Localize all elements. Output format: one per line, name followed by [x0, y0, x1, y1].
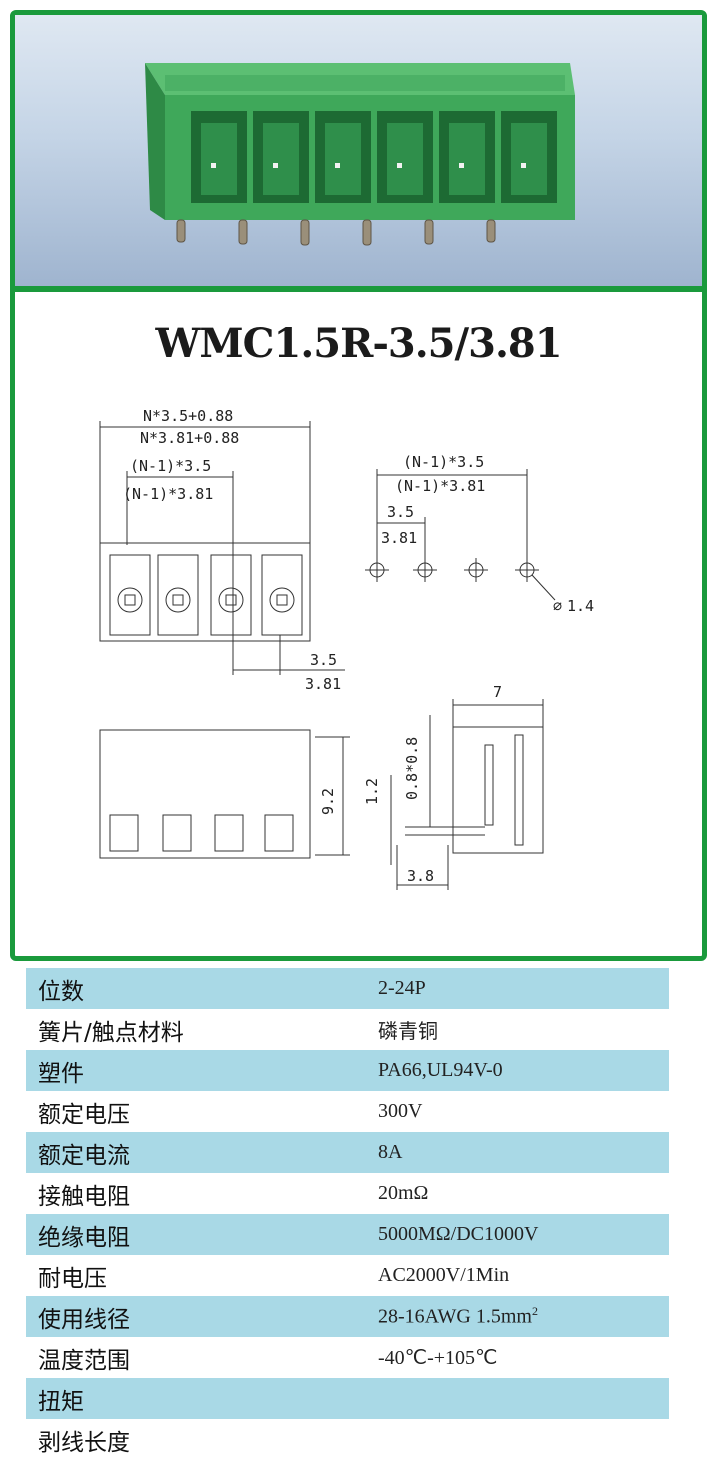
spec-label: 塑件	[38, 1060, 84, 1087]
spec-label: 耐电压	[38, 1265, 107, 1292]
spec-label: 额定电流	[38, 1142, 130, 1169]
spec-value: 300V	[378, 1100, 423, 1122]
spec-row: 扭矩	[26, 1378, 669, 1419]
spec-row: 接触电阻 20mΩ	[26, 1173, 669, 1214]
technical-drawing: N*3.5+0.88 N*3.81+0.88 (N-1)*3.5 (N-1)*3…	[99, 407, 594, 890]
spec-row: 温度范围 -40℃-+105℃	[26, 1337, 669, 1378]
spec-row: 塑件 PA66,UL94V-0	[26, 1050, 669, 1091]
spec-value: 20mΩ	[378, 1182, 429, 1204]
spec-value: 8A	[378, 1141, 403, 1163]
product-frame: WMC1.5R-3.5/3.81	[10, 10, 707, 961]
model-title: WMC1.5R-3.5/3.81	[155, 320, 562, 367]
pins	[176, 219, 496, 246]
side-view	[99, 729, 311, 859]
spec-value: 28-16AWG 1.5mm2	[378, 1304, 538, 1328]
depth-dim: 7	[493, 683, 502, 701]
spec-value: PA66,UL94V-0	[378, 1059, 503, 1081]
spec-value: AC2000V/1Min	[378, 1264, 510, 1286]
spec-row: 使用线径 28-16AWG 1.5mm2	[26, 1296, 669, 1337]
spec-value: 磷青铜	[378, 1021, 438, 1043]
pcb-pitch-a: 3.5	[387, 503, 414, 521]
terminal-block-image	[145, 63, 575, 246]
pcb-pitch-b: 3.81	[381, 529, 417, 547]
spec-row: 位数 2-24P	[26, 968, 669, 1009]
hole-diameter: 1.4	[567, 597, 594, 615]
spec-row: 剥线长度	[26, 1419, 669, 1460]
pcb-span-a: (N-1)*3.5	[403, 453, 484, 471]
dim-width-a: N*3.5+0.88	[143, 407, 233, 425]
hole-diameter-symbol: ⌀	[553, 597, 562, 615]
spec-label: 温度范围	[38, 1347, 130, 1374]
front-view	[99, 542, 311, 642]
spec-label: 扭矩	[38, 1388, 84, 1415]
spec-label: 剥线长度	[38, 1429, 130, 1456]
product-photo	[15, 15, 702, 292]
dim-width-b: N*3.81+0.88	[140, 429, 239, 447]
spec-row: 额定电流 8A	[26, 1132, 669, 1173]
spec-row: 耐电压 AC2000V/1Min	[26, 1255, 669, 1296]
dim-pitch-a: 3.5	[310, 651, 337, 669]
spec-label: 额定电压	[38, 1101, 130, 1128]
pin-length-dim: 3.8	[407, 867, 434, 885]
pin-offset-dim: 1.2	[363, 778, 381, 805]
spec-value-superscript: 2	[531, 1304, 538, 1319]
spec-row: 簧片/触点材料 磷青铜	[26, 1009, 669, 1050]
spec-row: 额定电压 300V	[26, 1091, 669, 1132]
spec-label: 簧片/触点材料	[38, 1019, 184, 1046]
spec-label: 接触电阻	[38, 1183, 130, 1210]
dim-span-a: (N-1)*3.5	[130, 457, 211, 475]
spec-label: 位数	[38, 978, 84, 1005]
spec-value: 5000MΩ/DC1000V	[378, 1223, 539, 1245]
dim-span-b: (N-1)*3.81	[123, 485, 213, 503]
spec-label: 绝缘电阻	[38, 1224, 130, 1251]
spec-row: 绝缘电阻 5000MΩ/DC1000V	[26, 1214, 669, 1255]
spec-value: 2-24P	[378, 977, 426, 999]
height-dim: 9.2	[319, 788, 337, 815]
pcb-span-b: (N-1)*3.81	[395, 477, 485, 495]
pcb-holes	[365, 558, 539, 582]
section-view	[452, 726, 544, 854]
spec-value: -40℃-+105℃	[378, 1347, 498, 1369]
dim-pitch-b: 3.81	[305, 675, 341, 693]
spec-label: 使用线径	[38, 1306, 130, 1333]
pin-size-dim: 0.8*0.8	[403, 737, 421, 800]
socket-openings	[191, 111, 557, 203]
